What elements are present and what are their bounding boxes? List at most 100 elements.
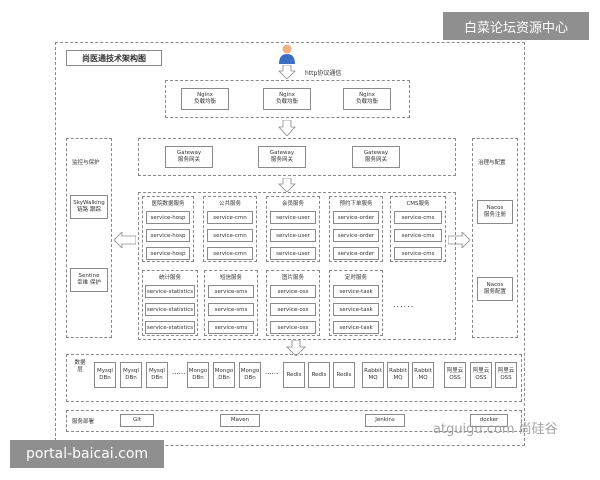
service-node: service-cmn bbox=[207, 247, 253, 260]
service-node: service-oss bbox=[270, 285, 316, 298]
redis-node: Redis bbox=[283, 362, 305, 388]
watermark-bottom-banner: portal-baicai.com bbox=[10, 440, 164, 468]
mysql-ellipsis: ...... bbox=[172, 368, 186, 376]
data-layer-title: 数据层 bbox=[74, 360, 86, 373]
mysql-node: Mysql DBn bbox=[146, 362, 168, 388]
service-group-hosp: 医院数据服务 service-hosp service-hosp service… bbox=[142, 196, 194, 262]
down-arrow-icon bbox=[286, 339, 306, 357]
more-services-ellipsis: ...... bbox=[393, 300, 415, 309]
left-arrow-icon bbox=[113, 231, 137, 249]
down-arrow-icon bbox=[278, 119, 296, 137]
service-node: service-cmn bbox=[207, 211, 253, 224]
service-node: service-hosp bbox=[146, 229, 190, 242]
mysql-node: Mysql DBn bbox=[94, 362, 116, 388]
service-node: service-oss bbox=[270, 303, 316, 316]
deploy-tier-title: 服务部署 bbox=[72, 419, 95, 425]
service-node: service-order bbox=[333, 247, 379, 260]
config-panel-title: 治理与配置 bbox=[478, 160, 506, 166]
service-node: service-sms bbox=[208, 303, 254, 316]
data-layer bbox=[66, 354, 522, 402]
rabbitmq-node: Rabbit MQ bbox=[387, 362, 409, 388]
service-group-task: 定时服务 service-task service-task service-t… bbox=[329, 270, 383, 336]
service-node: service-hosp bbox=[146, 211, 190, 224]
service-group-order: 预约下单服务 service-order service-order servi… bbox=[329, 196, 383, 262]
redis-node: Redis bbox=[333, 362, 355, 388]
service-group-title: 预约下单服务 bbox=[339, 201, 373, 207]
down-arrow-icon bbox=[278, 64, 296, 80]
service-group-title: 统计服务 bbox=[158, 275, 181, 281]
service-node: service-task bbox=[333, 285, 379, 298]
protocol-label: http协议通信 bbox=[305, 70, 342, 77]
mysql-node: Mysql DBn bbox=[120, 362, 142, 388]
diagram-frame bbox=[55, 42, 525, 446]
docker-box: docker bbox=[470, 414, 508, 427]
nginx-tier bbox=[165, 80, 410, 118]
service-node: service-cms bbox=[394, 211, 442, 224]
service-node: service-cmn bbox=[207, 229, 253, 242]
service-tier bbox=[138, 192, 456, 340]
service-group-oss: 图片服务 service-oss service-oss service-oss bbox=[266, 270, 320, 336]
brand-watermark: atguigu.com 尚硅谷 bbox=[433, 422, 558, 437]
service-node: service-sms bbox=[208, 285, 254, 298]
service-group-title: 短信服务 bbox=[219, 275, 242, 281]
mongo-node: Mongo DBn bbox=[187, 362, 209, 388]
service-group-cms: CMS服务 service-cms service-cms service-cm… bbox=[390, 196, 446, 262]
deploy-tier bbox=[66, 410, 522, 432]
diagram-title: 尚医通技术架构图 bbox=[66, 50, 162, 66]
service-node: service-statistics bbox=[145, 321, 195, 334]
oss-node: 阿里云 OSS bbox=[470, 362, 492, 388]
monitor-panel-title: 监控与保护 bbox=[72, 160, 100, 166]
service-node: service-statistics bbox=[145, 285, 195, 298]
service-group-statistics: 统计服务 service-statistics service-statisti… bbox=[142, 270, 198, 336]
gateway-tier bbox=[138, 138, 456, 176]
monitor-panel bbox=[66, 138, 112, 338]
rabbitmq-node: Rabbit MQ bbox=[362, 362, 384, 388]
oss-node: 阿里云 OSS bbox=[495, 362, 517, 388]
service-node: service-sms bbox=[208, 321, 254, 334]
service-node: service-order bbox=[333, 211, 379, 224]
config-panel bbox=[472, 138, 518, 338]
git-box: Git bbox=[120, 414, 154, 427]
service-node: service-task bbox=[333, 303, 379, 316]
service-group-sms: 短信服务 service-sms service-sms service-sms bbox=[204, 270, 258, 336]
service-node: service-cms bbox=[394, 247, 442, 260]
service-node: service-hosp bbox=[146, 247, 190, 260]
redis-node: Redis bbox=[308, 362, 330, 388]
oss-node: 阿里云 OSS bbox=[444, 362, 466, 388]
mongo-node: Mongo DBn bbox=[239, 362, 261, 388]
service-node: service-cms bbox=[394, 229, 442, 242]
mongo-ellipsis: ...... bbox=[265, 368, 279, 376]
rabbitmq-node: Rabbit MQ bbox=[412, 362, 434, 388]
service-group-cmn: 公共服务 service-cmn service-cmn service-cmn bbox=[203, 196, 257, 262]
service-node: service-user bbox=[270, 211, 316, 224]
service-group-title: 定时服务 bbox=[344, 275, 367, 281]
service-node: service-user bbox=[270, 247, 316, 260]
service-node: service-order bbox=[333, 229, 379, 242]
service-group-title: 图片服务 bbox=[281, 275, 304, 281]
down-arrow-icon bbox=[278, 177, 296, 193]
service-group-title: 医院数据服务 bbox=[151, 201, 185, 207]
watermark-top-banner: 白菜论坛资源中心 bbox=[443, 12, 589, 40]
jenkins-box: Jenkins bbox=[365, 414, 405, 427]
service-node: service-user bbox=[270, 229, 316, 242]
service-group-title: 公共服务 bbox=[218, 201, 241, 207]
service-group-user: 会员服务 service-user service-user service-u… bbox=[266, 196, 320, 262]
service-group-title: 会员服务 bbox=[281, 201, 304, 207]
user-icon bbox=[278, 44, 296, 64]
maven-box: Maven bbox=[220, 414, 260, 427]
service-group-title: CMS服务 bbox=[406, 201, 430, 207]
mongo-node: Mongo DBn bbox=[213, 362, 235, 388]
service-node: service-task bbox=[333, 321, 379, 334]
service-node: service-statistics bbox=[145, 303, 195, 316]
right-arrow-icon bbox=[447, 231, 471, 249]
service-node: service-oss bbox=[270, 321, 316, 334]
